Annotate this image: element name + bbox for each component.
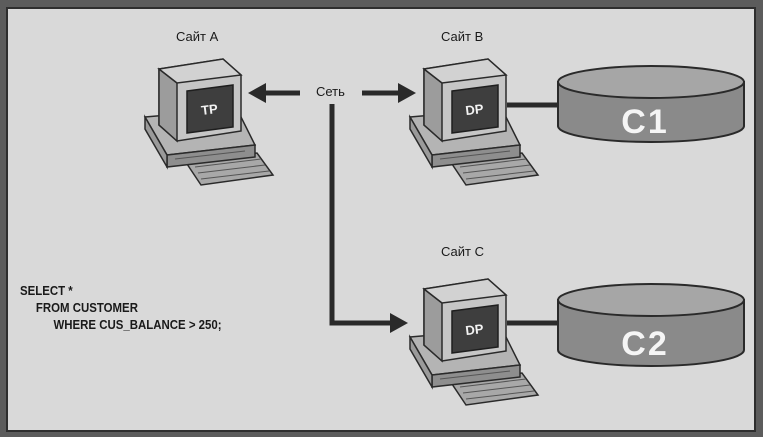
- computer-site-b: DP: [409, 58, 539, 186]
- database-label-c2: C2: [621, 325, 668, 363]
- processor-label-dp-c: DP: [465, 321, 485, 338]
- processor-label-tp: TP: [200, 101, 219, 118]
- network-links: [248, 83, 416, 333]
- network-label: Сеть: [313, 84, 348, 99]
- database-c1: C1: [557, 65, 745, 143]
- database-c2: C2: [557, 283, 745, 367]
- sql-line-where: WHERE CUS_BALANCE > 250;: [53, 317, 222, 332]
- site-label-c: Сайт C: [441, 244, 484, 259]
- processor-label-dp-b: DP: [465, 101, 485, 118]
- site-label-b: Сайт B: [441, 29, 484, 44]
- sql-line-select: SELECT *: [20, 283, 73, 298]
- sql-line-from: FROM CUSTOMER: [35, 300, 138, 315]
- site-label-a: Сайт A: [176, 29, 219, 44]
- computer-site-a: TP: [144, 58, 274, 186]
- database-label-c1: C1: [621, 103, 668, 141]
- computer-site-c: DP: [409, 278, 539, 406]
- sql-query: SELECT * FROM CUSTOMER WHERE CUS_BALANCE…: [20, 282, 222, 333]
